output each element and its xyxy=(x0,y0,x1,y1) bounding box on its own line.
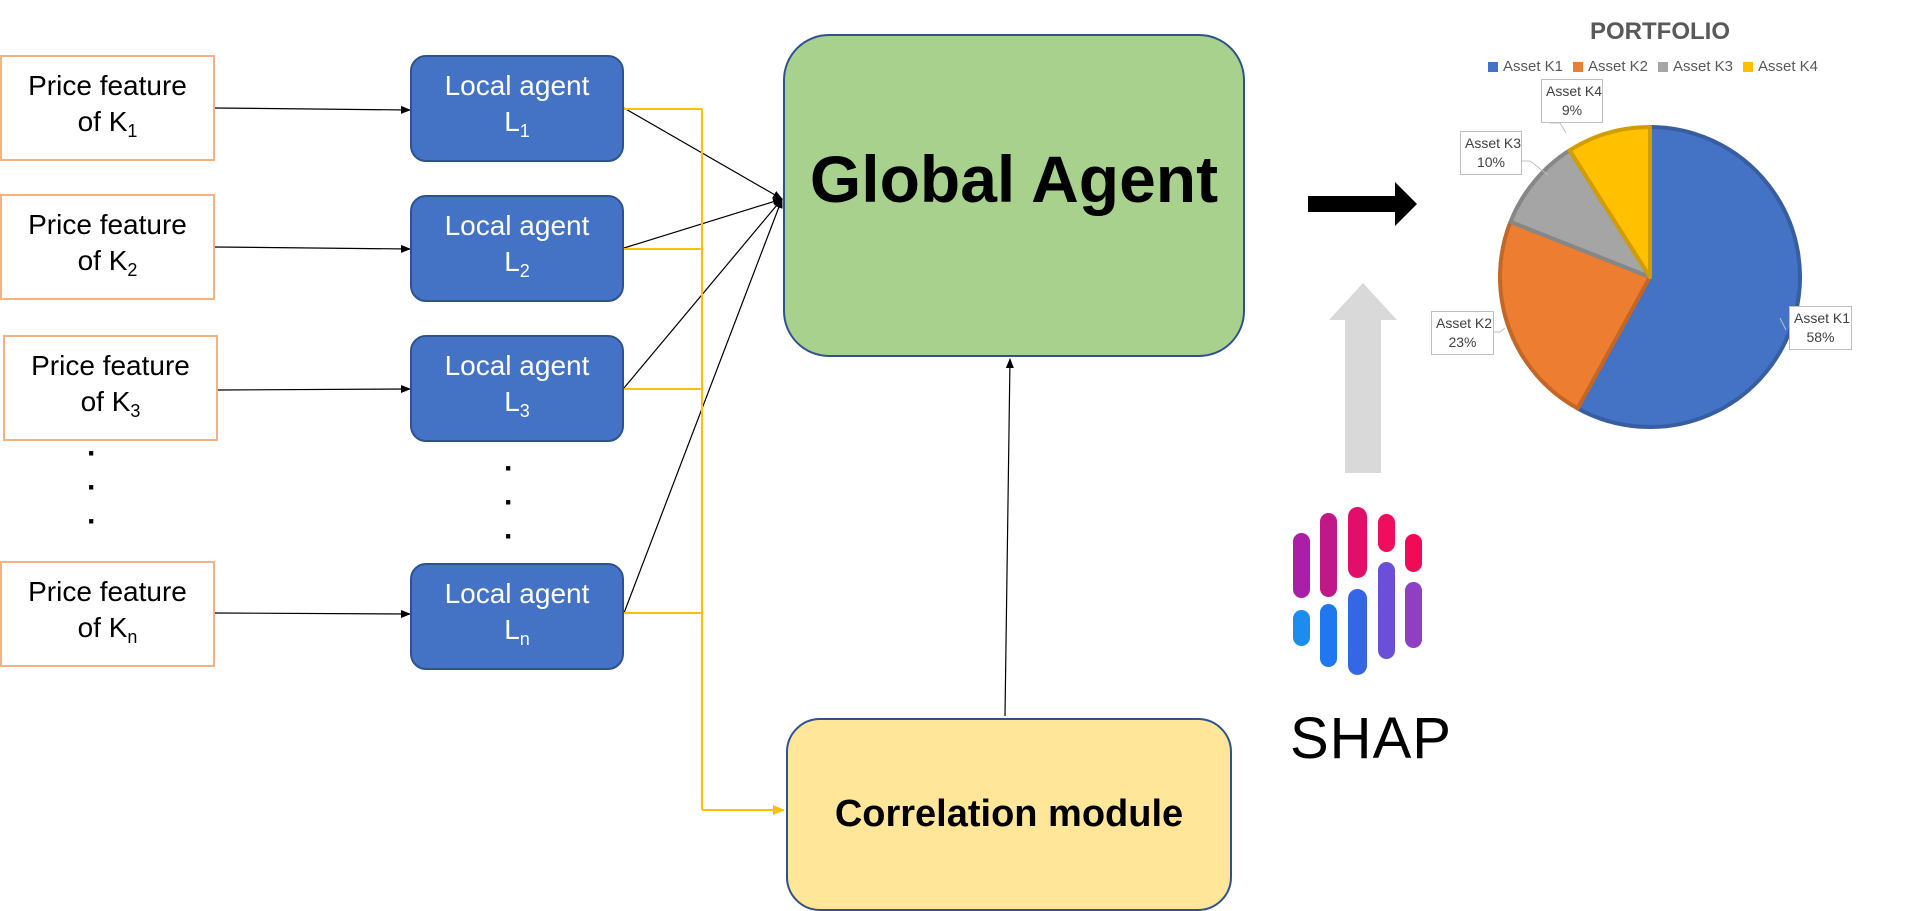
arrow-price-k1-to-agent-l1 xyxy=(214,105,411,114)
price-feature-k1-subscript: 1 xyxy=(127,120,138,141)
local-agent-l1-subscript: 1 xyxy=(519,121,530,141)
callout-k4-name: Asset K4 xyxy=(1546,83,1603,99)
legend-label-k1: Asset K1 xyxy=(1503,58,1564,75)
legend-swatch-k1 xyxy=(1488,61,1498,72)
local-agent-l3-subscript: 3 xyxy=(519,401,530,421)
black-arrow-to-portfolio xyxy=(1308,182,1417,226)
price-feature-kn: Price feature of Kn xyxy=(0,561,215,667)
local-agent-l1: Local agent L1 xyxy=(410,55,624,162)
price-feature-k1-prefix: of K xyxy=(77,105,128,137)
local-agent-l1-prefix: L xyxy=(504,106,520,137)
local-agent-ln-label: Local agent xyxy=(444,578,590,609)
local-agent-l3-label: Local agent xyxy=(444,350,590,381)
pie-slice-asset-k4 xyxy=(1567,125,1652,279)
local-agent-ln-subscript: n xyxy=(519,629,530,649)
callout-leaders xyxy=(1493,122,1787,333)
pie-slice-asset-k3 xyxy=(1508,148,1652,279)
price-feature-kn-line1: Price feature xyxy=(28,575,187,607)
price-feature-k3-subscript: 3 xyxy=(130,400,141,421)
local-agent-ellipsis: · · · xyxy=(499,452,519,554)
callout-k3-name: Asset K3 xyxy=(1465,135,1522,151)
price-feature-k1-line1: Price feature xyxy=(28,69,187,101)
price-feature-k3-line2: of K3 xyxy=(81,384,141,429)
price-feature-kn-line2: of Kn xyxy=(78,610,138,655)
arrow-correlation-to-global xyxy=(1004,358,1014,717)
price-feature-kn-subscript: n xyxy=(127,626,138,647)
arrow-price-kn-to-agent-ln xyxy=(214,609,411,618)
arrow-price-k2-to-agent-l2 xyxy=(214,244,411,253)
correlation-module-label: Correlation module xyxy=(834,793,1184,835)
callout-k2-value: 23% xyxy=(1448,334,1477,350)
local-agent-l2-id: L2 xyxy=(504,244,530,289)
global-agent-box: Global Agent xyxy=(783,34,1245,357)
legend-item-k3: Asset K3 xyxy=(1658,58,1733,75)
price-feature-k3: Price feature of K3 xyxy=(3,335,218,441)
callout-asset-k3: Asset K3 10% xyxy=(1460,131,1522,175)
local-agent-ln: Local agent Ln xyxy=(410,563,624,670)
agent-ellipsis-dot-3: · xyxy=(504,520,514,553)
price-feature-kn-prefix: of K xyxy=(77,611,128,643)
ellipsis-dot-3: · xyxy=(87,505,97,538)
price-feature-k2-line2: of K2 xyxy=(78,243,138,288)
callout-k1-value: 58% xyxy=(1806,329,1835,345)
legend-label-k2: Asset K2 xyxy=(1588,58,1649,75)
price-feature-k2: Price feature of K2 xyxy=(0,194,215,300)
legend-item-k2: Asset K2 xyxy=(1573,58,1648,75)
callout-k2-name: Asset K2 xyxy=(1436,315,1493,331)
local-agent-l1-label: Local agent xyxy=(444,70,590,101)
local-agent-l3-prefix: L xyxy=(504,386,520,417)
price-feature-k2-prefix: of K xyxy=(77,244,128,276)
legend-label-k3: Asset K3 xyxy=(1673,58,1734,75)
local-agent-ln-prefix: L xyxy=(504,614,520,645)
local-agent-l2-subscript: 2 xyxy=(519,261,530,281)
legend-swatch-k3 xyxy=(1658,61,1668,72)
global-agent-label: Global Agent xyxy=(809,141,1219,216)
price-feature-k2-line1: Price feature xyxy=(28,208,187,240)
legend-item-k4: Asset K4 xyxy=(1743,58,1818,75)
price-feature-k2-subscript: 2 xyxy=(127,259,138,280)
portfolio-pie xyxy=(1498,125,1802,429)
legend-label-k4: Asset K4 xyxy=(1758,58,1819,75)
local-agent-l2: Local agent L2 xyxy=(410,195,624,302)
callout-k1-name: Asset K1 xyxy=(1794,310,1851,326)
local-agent-l2-prefix: L xyxy=(504,246,520,277)
shap-arrow-up xyxy=(1329,283,1397,473)
local-agent-ln-id: Ln xyxy=(504,612,530,657)
legend-swatch-k2 xyxy=(1573,61,1583,72)
legend-item-k1: Asset K1 xyxy=(1488,58,1563,75)
pie-chart-title: PORTFOLIO xyxy=(1590,18,1730,45)
agent-ellipsis-dot-1: · xyxy=(504,452,514,485)
shap-wordmark: SHAP xyxy=(1290,706,1452,771)
arrow-price-k3-to-agent-l3 xyxy=(217,385,411,394)
price-feature-k1-line2: of K1 xyxy=(78,104,138,149)
local-agent-l1-id: L1 xyxy=(504,104,530,149)
callout-k3-value: 10% xyxy=(1476,154,1506,170)
ellipsis-dot-1: · xyxy=(87,437,97,470)
price-feature-ellipsis: · · · xyxy=(82,437,102,539)
callout-asset-k4: Asset K4 9% xyxy=(1541,79,1603,123)
local-agent-l3-id: L3 xyxy=(504,384,530,429)
agent-ellipsis-dot-2: · xyxy=(504,486,514,519)
correlation-module-box: Correlation module xyxy=(786,718,1232,911)
local-agent-l3: Local agent L3 xyxy=(410,335,624,442)
callout-asset-k2: Asset K2 23% xyxy=(1431,311,1494,355)
price-feature-k1: Price feature of K1 xyxy=(0,55,215,161)
pie-slice-asset-k2 xyxy=(1498,219,1652,411)
price-feature-k3-line1: Price feature xyxy=(31,349,190,381)
callout-k4-value: 9% xyxy=(1561,102,1583,118)
legend-swatch-k4 xyxy=(1743,61,1753,72)
price-feature-k3-prefix: of K xyxy=(80,385,131,417)
local-agent-l2-label: Local agent xyxy=(444,210,590,241)
shap-logo-icon xyxy=(1293,507,1422,675)
callout-asset-k1: Asset K1 58% xyxy=(1789,306,1852,350)
ellipsis-dot-2: · xyxy=(87,471,97,504)
